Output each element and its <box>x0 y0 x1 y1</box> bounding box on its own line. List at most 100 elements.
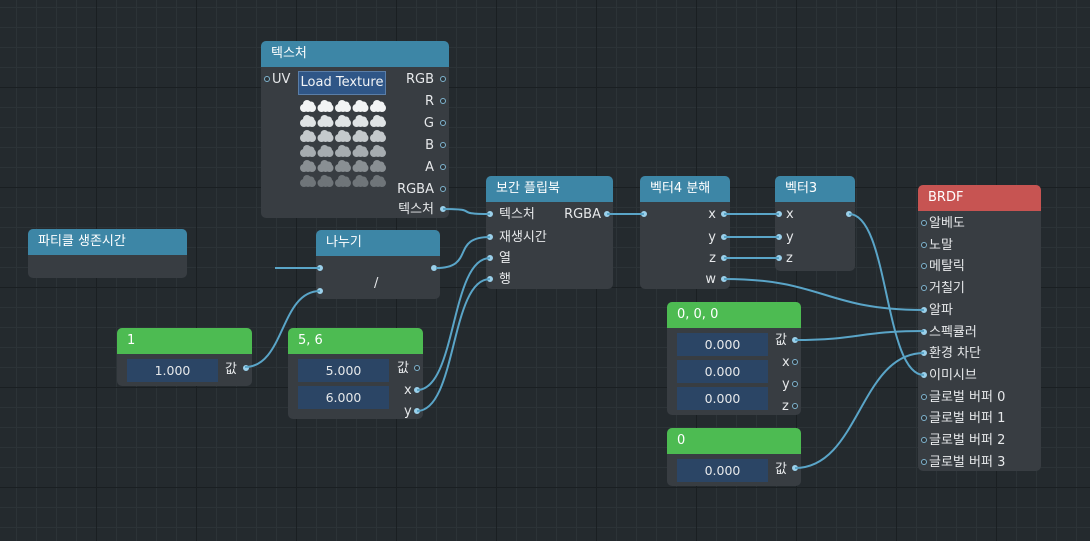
flipbook-node-title[interactable]: 보간 플립북 <box>486 176 613 202</box>
cloud-sprite-icon <box>317 160 334 172</box>
brdf-albedo-port[interactable] <box>921 220 927 226</box>
brdf-global-buffer-1-port[interactable] <box>921 415 927 422</box>
texture-a-port[interactable] <box>440 164 446 170</box>
vector4-x-port[interactable] <box>721 211 727 217</box>
texture-texture-port[interactable] <box>440 206 446 212</box>
vector3-constant-x-field[interactable]: 0.000 <box>677 333 768 356</box>
vector2-x-label: x <box>404 383 412 398</box>
brdf-global-buffer-0-port[interactable] <box>921 393 927 400</box>
vector4-w-port[interactable] <box>721 276 727 282</box>
vector2-y-field[interactable]: 6.000 <box>298 386 389 409</box>
vector2-x-port[interactable] <box>414 387 420 393</box>
brdf-metallic-port[interactable] <box>921 263 927 270</box>
vector3-constant-z-port[interactable] <box>792 403 798 409</box>
brdf-global-buffer-2-port[interactable] <box>921 437 927 443</box>
vector3-node[interactable]: 벡터3 x y z <box>775 176 855 271</box>
cloud-sprite-icon <box>335 130 351 142</box>
brdf-roughness-port[interactable] <box>921 285 927 292</box>
vector4-split-node[interactable]: 벡터4 분해 x y z w <box>640 176 730 289</box>
vector3-y-port[interactable] <box>776 234 782 240</box>
brdf-global-buffer-3-port[interactable] <box>921 458 927 465</box>
divide-output-port[interactable] <box>431 265 437 271</box>
texture-rgba-port[interactable] <box>440 186 446 192</box>
flipbook-playtime-label: 재생시간 <box>499 230 547 245</box>
vector3-constant-z-label: z <box>782 399 789 414</box>
brdf-title[interactable]: BRDF <box>918 185 1041 211</box>
vector3-constant-y-port[interactable] <box>792 381 798 387</box>
vector3-constant-z-field[interactable]: 0.000 <box>677 387 768 410</box>
vector2-x-field[interactable]: 5.000 <box>298 359 389 382</box>
cloud-sprite-icon <box>370 175 386 187</box>
load-texture-button[interactable]: Load Texture <box>298 71 386 95</box>
texture-output-b-label: B <box>425 138 434 153</box>
flipbook-rgba-port[interactable] <box>604 211 610 217</box>
wire-divide-to-flipbook-playtime <box>435 236 491 269</box>
brdf-global-buffer-0-label: 글로벌 버퍼 0 <box>929 389 1006 405</box>
cloud-sprite-icon <box>352 175 369 187</box>
vector3-x-port[interactable] <box>776 211 782 217</box>
particle-lifetime-title[interactable]: 파티클 생존시간 <box>28 229 187 255</box>
vector3-constant-x-label: x <box>782 355 790 370</box>
vector4-z-port[interactable] <box>721 255 727 261</box>
vector3-constant-x-port[interactable] <box>792 359 798 365</box>
cloud-sprite-icon <box>300 115 316 127</box>
texture-rgb-port[interactable] <box>440 76 446 82</box>
vector3-constant-node[interactable]: 0, 0, 0 0.000 0.000 0.000 값 x y z <box>667 302 801 415</box>
constant-zero-title[interactable]: 0 <box>667 428 801 454</box>
flipbook-rows-port[interactable] <box>487 276 493 282</box>
flipbook-columns-port[interactable] <box>487 255 493 261</box>
flipbook-texture-port[interactable] <box>487 211 493 217</box>
vector2-value-port[interactable] <box>414 365 420 371</box>
constant-zero-node[interactable]: 0 0.000 값 <box>667 428 801 486</box>
vector3-constant-y-field[interactable]: 0.000 <box>677 360 768 383</box>
cloud-sprite-icon <box>335 160 351 172</box>
brdf-normal-port[interactable] <box>921 241 927 248</box>
constant-one-value-field[interactable]: 1.000 <box>127 359 218 382</box>
vector3-constant-value-port[interactable] <box>792 337 798 343</box>
cloud-sprite-icon <box>352 160 369 172</box>
wire-constant-vec3-to-brdf-specular <box>794 330 925 341</box>
vector3-constant-title[interactable]: 0, 0, 0 <box>667 302 801 328</box>
divide-node[interactable]: 나누기 / <box>316 230 440 299</box>
texture-b-port[interactable] <box>440 142 446 148</box>
brdf-emissive-port[interactable] <box>921 371 927 378</box>
cloud-sprite-icon <box>352 115 369 127</box>
constant-zero-output-port[interactable] <box>792 465 798 471</box>
texture-output-texture-label: 텍스처 <box>398 202 434 217</box>
divide-input-b-port[interactable] <box>317 288 323 294</box>
constant-one-output-port[interactable] <box>243 365 249 371</box>
vector2-y-port[interactable] <box>414 408 420 414</box>
vector4-y-port[interactable] <box>721 234 727 240</box>
particle-lifetime-node[interactable]: 파티클 생존시간 <box>28 229 187 278</box>
brdf-specular-port[interactable] <box>921 328 927 335</box>
texture-output-g-label: G <box>423 116 434 131</box>
vector3-title[interactable]: 벡터3 <box>775 176 855 202</box>
vector3-output-port[interactable] <box>846 211 852 217</box>
flipbook-node[interactable]: 보간 플립북 텍스처 재생시간 열 행 RGBA <box>486 176 613 289</box>
texture-r-port[interactable] <box>440 98 446 104</box>
texture-node[interactable]: 텍스처 UV Load Texture RGB R G B A RGBA 텍스처 <box>261 41 449 218</box>
texture-g-port[interactable] <box>440 120 446 126</box>
cloud-sprite-icon <box>352 130 369 142</box>
brdf-alpha-port[interactable] <box>921 306 927 313</box>
constant-zero-value-field[interactable]: 0.000 <box>677 459 768 482</box>
vector4-split-title[interactable]: 벡터4 분해 <box>640 176 730 202</box>
vector3-z-port[interactable] <box>776 255 782 261</box>
constant-one-node[interactable]: 1 1.000 값 <box>117 328 252 386</box>
cloud-sprite-icon <box>352 145 369 157</box>
divide-node-title[interactable]: 나누기 <box>316 230 440 256</box>
vector2-constant-title[interactable]: 5, 6 <box>288 328 423 354</box>
vector4-y-label: y <box>708 230 716 245</box>
vector2-constant-node[interactable]: 5, 6 5.000 6.000 값 x y <box>288 328 423 419</box>
texture-uv-port[interactable] <box>264 76 270 82</box>
texture-node-title[interactable]: 텍스처 <box>261 41 449 67</box>
vector3-constant-y-label: y <box>782 377 790 392</box>
brdf-global-buffer-1-label: 글로벌 버퍼 1 <box>929 411 1006 427</box>
vector4-split-input-port[interactable] <box>641 211 647 217</box>
divide-input-a-port[interactable] <box>317 265 323 271</box>
constant-one-title[interactable]: 1 <box>117 328 252 354</box>
cloud-sprite-icon <box>317 145 334 157</box>
flipbook-playtime-port[interactable] <box>487 234 493 240</box>
brdf-ambient-occlusion-port[interactable] <box>921 350 927 357</box>
